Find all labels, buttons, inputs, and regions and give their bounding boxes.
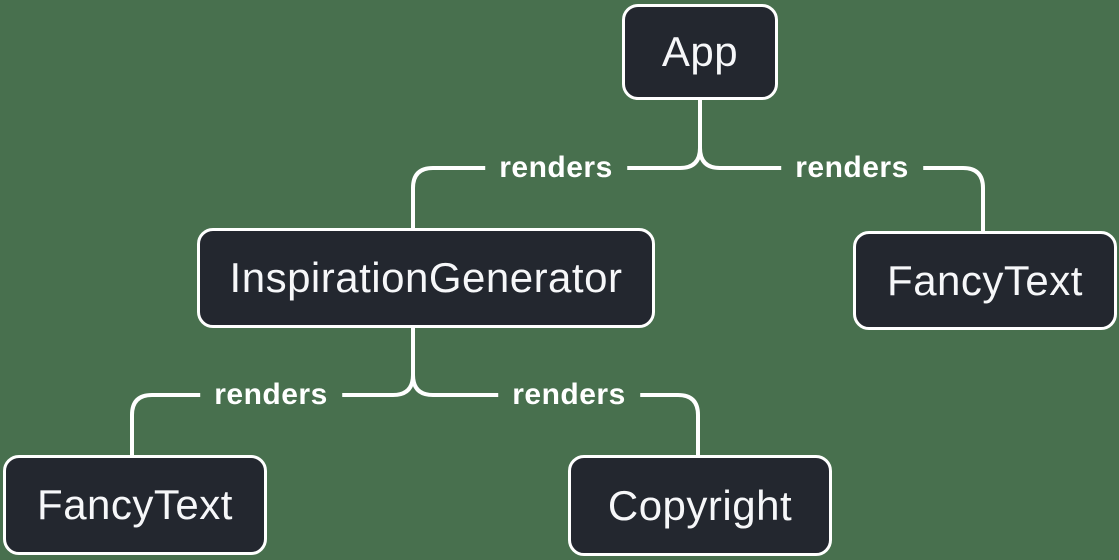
node-inspiration-generator: InspirationGenerator (197, 228, 655, 328)
node-fancy-text-right: FancyText (853, 231, 1117, 330)
edge-label-app-inspiration-generator: renders (485, 149, 627, 187)
edge-label-inspiration-generator-copyright: renders (498, 376, 640, 414)
node-app: App (622, 4, 778, 100)
edge-label-inspiration-generator-fancy-text: renders (200, 376, 342, 414)
node-copyright: Copyright (568, 455, 832, 556)
edge-label-app-fancy-text: renders (781, 149, 923, 187)
node-fancy-text-left: FancyText (3, 455, 267, 555)
